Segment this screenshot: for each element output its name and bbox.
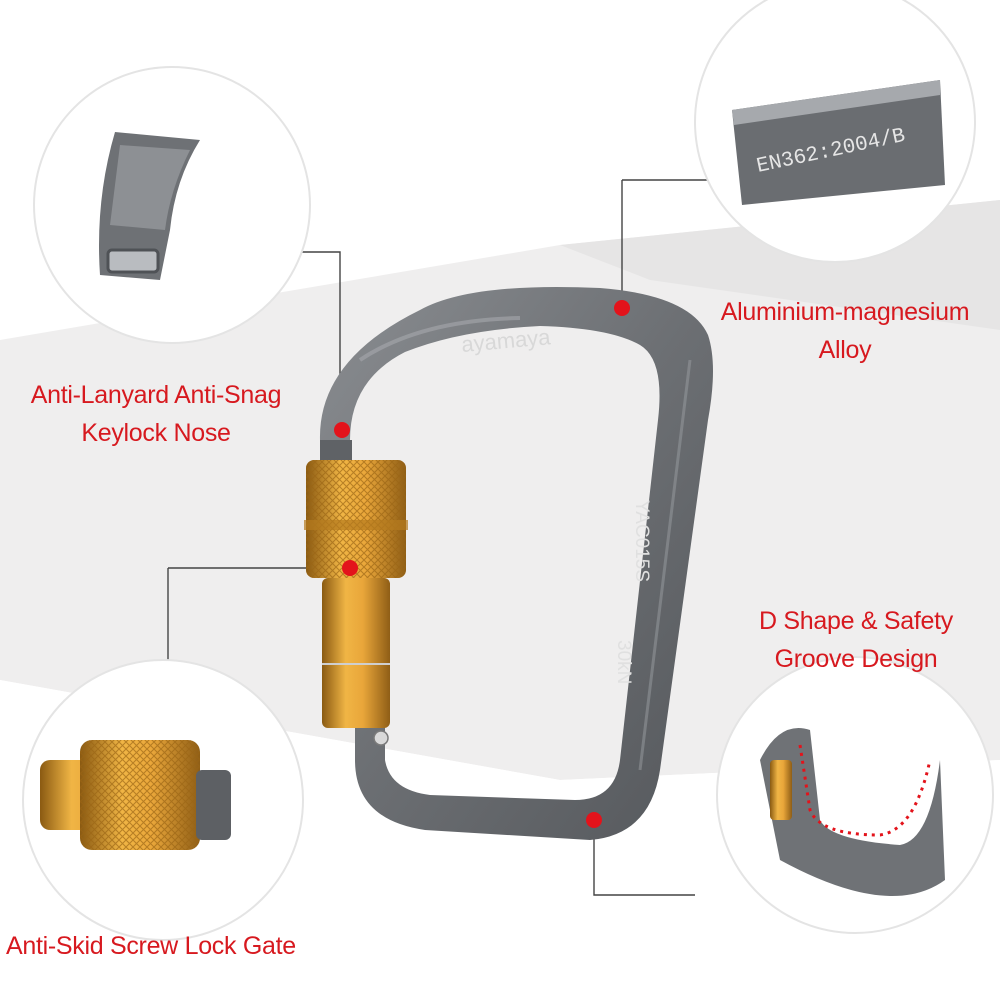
dshape-detail-circle bbox=[716, 656, 994, 934]
screwlock-detail-circle bbox=[22, 659, 304, 941]
model-marking: YAC015S bbox=[631, 500, 652, 582]
alloy-callout-line1: Aluminium-magnesium bbox=[720, 298, 970, 326]
keylock-callout: Anti-Lanyard Anti-Snag Keylock Nose bbox=[18, 376, 294, 452]
alloy-callout-line2: Alloy bbox=[818, 336, 872, 364]
strength-marking: 30kN bbox=[613, 640, 634, 684]
dshape-callout: D Shape & Safety Groove Design bbox=[736, 602, 976, 678]
alloy-marker bbox=[614, 300, 630, 316]
dshape-callout-line1: D Shape & Safety bbox=[759, 607, 953, 635]
dshape-callout-line2: Groove Design bbox=[774, 645, 938, 673]
marker-dots bbox=[334, 300, 630, 828]
alloy-detail-circle: EN362:2004/B bbox=[694, 0, 976, 263]
keylock-marker bbox=[334, 422, 350, 438]
screwlock-marker bbox=[342, 560, 358, 576]
alloy-callout: Aluminium-magnesium Alloy bbox=[705, 293, 985, 369]
screw-gate bbox=[304, 440, 408, 746]
dshape-marker bbox=[586, 812, 602, 828]
keylock-callout-line1: Anti-Lanyard Anti-Snag bbox=[30, 381, 282, 409]
screwlock-callout: Anti-Skid Screw Lock Gate bbox=[6, 927, 326, 965]
keylock-callout-line2: Keylock Nose bbox=[81, 419, 231, 447]
carabiner-body: ayamaya YAC015S 30kN bbox=[319, 286, 713, 840]
keylock-detail-circle bbox=[33, 66, 311, 344]
screwlock-callout-line1: Anti-Skid Screw Lock Gate bbox=[6, 932, 296, 960]
